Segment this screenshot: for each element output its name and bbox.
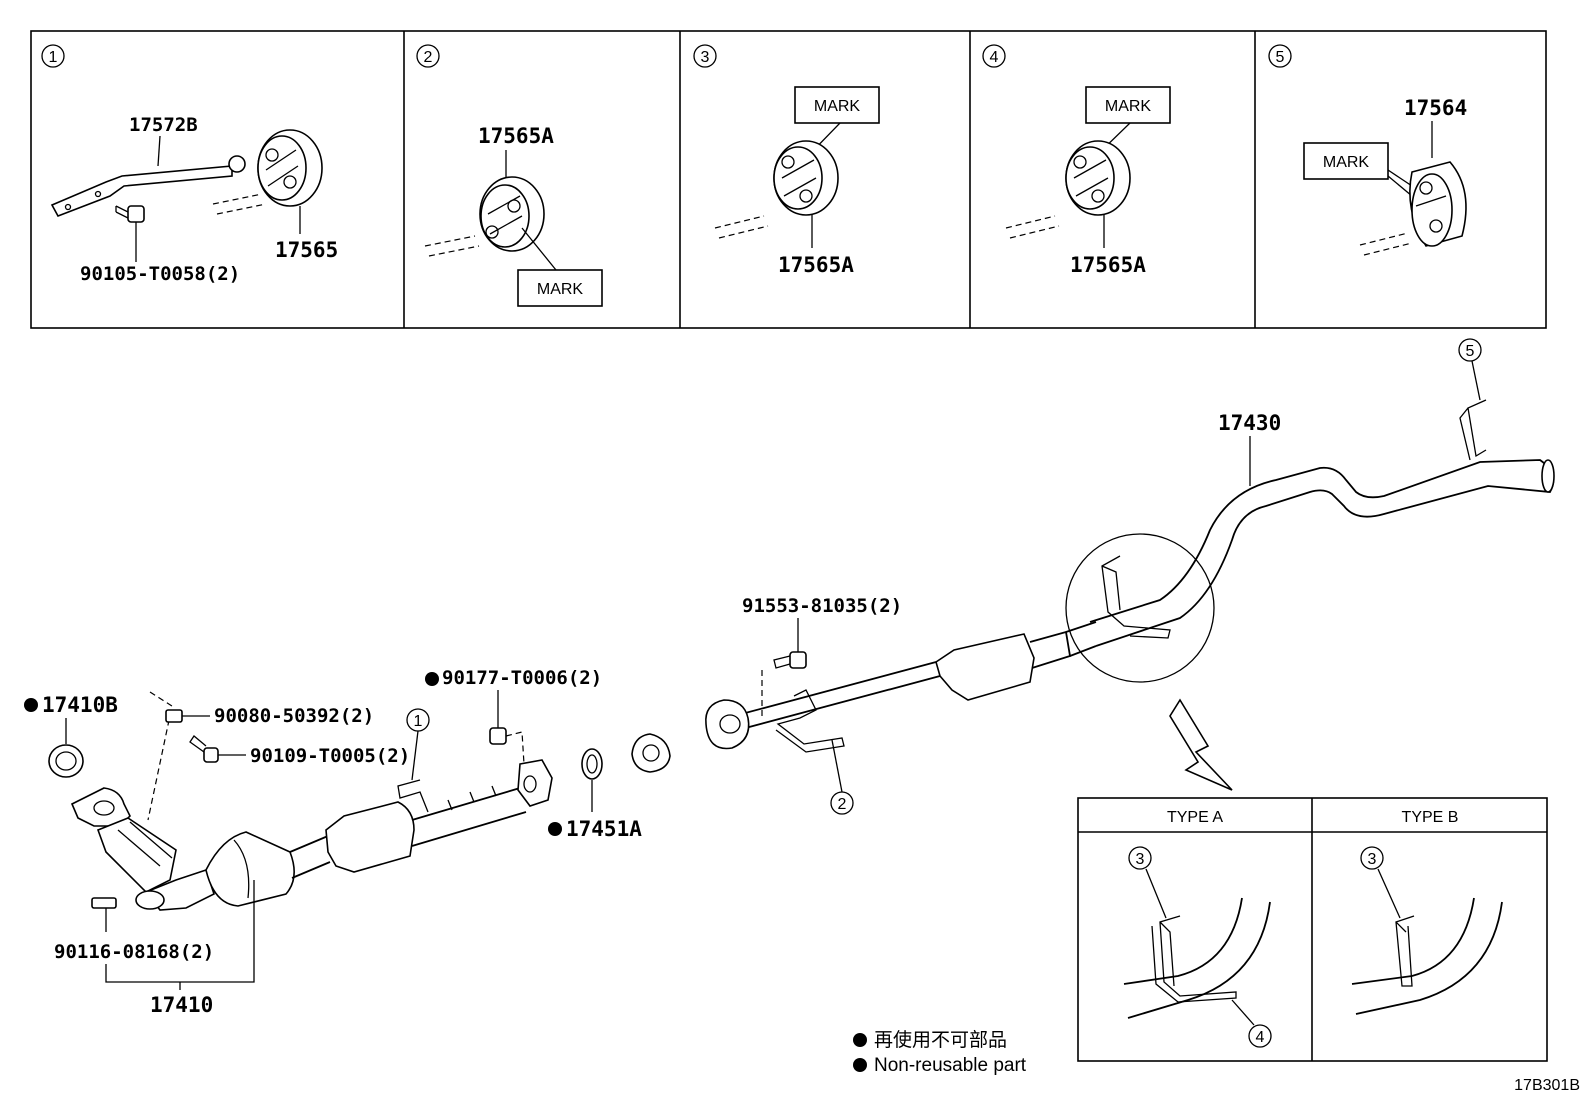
panel-5: 5 17564 MARK	[1268, 44, 1467, 256]
mark-box-5	[1303, 142, 1389, 180]
flange-front	[705, 699, 750, 750]
hanger-rubber-17565	[257, 129, 323, 207]
legend: 再使用不可部品 Non-reusable part	[853, 1029, 1027, 1076]
sub-muffler	[325, 801, 415, 873]
type-inset: TYPE A TYPE B 3 4 3	[1077, 797, 1548, 1062]
detail-panels	[30, 30, 1547, 329]
bracket-17572B	[50, 165, 233, 217]
part-90116-label: 90116-08168(2)	[54, 941, 214, 963]
mark-label-4: MARK	[1105, 98, 1152, 115]
hanger-rubber-17565A-4	[1065, 140, 1131, 216]
part-90109-label: 90109-T0005(2)	[250, 745, 410, 767]
callout-1: 1	[414, 713, 423, 730]
part-17564-label: 17564	[1404, 96, 1467, 120]
panel-2-number: 2	[424, 49, 433, 66]
stud-90116	[91, 897, 117, 909]
mark-label-3: MARK	[814, 98, 861, 115]
callout-2: 2	[838, 796, 847, 813]
legend-jp-text: 再使用不可部品	[874, 1029, 1007, 1051]
mark-label-2: MARK	[537, 281, 584, 298]
hanger-rubber-17565A-2	[479, 176, 545, 252]
part-17565A-label-3: 17565A	[778, 253, 854, 277]
part-90080-label: 90080-50392(2)	[214, 705, 374, 727]
gasket-17451A: 17451A	[548, 733, 671, 841]
front-converter-17410: 1 90177-T0006(2) 17410B 90080-50392(2) 9…	[24, 667, 602, 1017]
detail-zoom-circle	[1065, 533, 1233, 791]
type-a-callout-3: 3	[1136, 851, 1145, 868]
panel-3-number: 3	[701, 49, 710, 66]
type-a-detail: 3 4	[1123, 846, 1272, 1048]
type-b-detail: 3	[1351, 846, 1503, 1015]
mark-label-5: MARK	[1323, 154, 1370, 171]
center-pipe: 2 91553-81035(2)	[705, 595, 1097, 815]
legend-en-text: Non-reusable part	[874, 1055, 1027, 1076]
part-17410B-label: 17410B	[42, 693, 118, 717]
hanger-rubber-17564	[1409, 161, 1467, 247]
type-a-heading: TYPE A	[1167, 809, 1223, 826]
tail-pipe-17430: 5 17430	[1089, 338, 1555, 647]
detail-arrow	[1169, 698, 1233, 791]
type-b-callout-3: 3	[1368, 851, 1377, 868]
callout-5: 5	[1466, 343, 1475, 360]
part-17572B-label: 17572B	[129, 114, 198, 136]
part-17565A-label-2: 17565A	[478, 124, 554, 148]
diagram-code: 17B301B	[1514, 1077, 1580, 1094]
mark-box-3	[794, 86, 880, 124]
center-converter	[935, 633, 1035, 701]
panel-1-number: 1	[49, 49, 58, 66]
panel-1: 1 17572B 90105-T0058(2) 17565	[41, 44, 338, 285]
stud-90080	[165, 709, 183, 723]
gasket-17410B	[48, 744, 84, 778]
detail-panels-frame	[30, 30, 1547, 329]
bolt-90109	[189, 735, 219, 763]
panel-3: 3 MARK 17565A	[693, 44, 880, 277]
panel-4-number: 4	[990, 49, 999, 66]
part-90177-label: 90177-T0006(2)	[442, 667, 602, 689]
nut-90177	[489, 727, 507, 745]
panel-5-number: 5	[1276, 49, 1285, 66]
part-17430-label: 17430	[1218, 411, 1281, 435]
hanger-rubber-17565A-3	[773, 140, 839, 216]
part-17565-label: 17565	[275, 238, 338, 262]
legend-bullet-en	[853, 1058, 867, 1072]
bolt-91553	[773, 651, 807, 669]
bolt-90105	[115, 205, 145, 223]
legend-bullet-jp	[853, 1033, 867, 1047]
part-90105-label: 90105-T0058(2)	[80, 263, 240, 285]
part-17451A-label: 17451A	[566, 817, 642, 841]
type-a-callout-4: 4	[1256, 1029, 1265, 1046]
flange-gasket	[631, 733, 671, 773]
part-17410-label: 17410	[150, 993, 213, 1017]
front-converter-body	[205, 831, 295, 907]
type-b-heading: TYPE B	[1402, 809, 1459, 826]
mark-box-2	[517, 269, 603, 307]
panel-2: 2 17565A MARK	[416, 44, 603, 307]
panel-4: 4 MARK 17565A	[982, 44, 1171, 277]
part-17565A-label-4: 17565A	[1070, 253, 1146, 277]
mark-box-4	[1085, 86, 1171, 124]
part-91553-label: 91553-81035(2)	[742, 595, 902, 617]
